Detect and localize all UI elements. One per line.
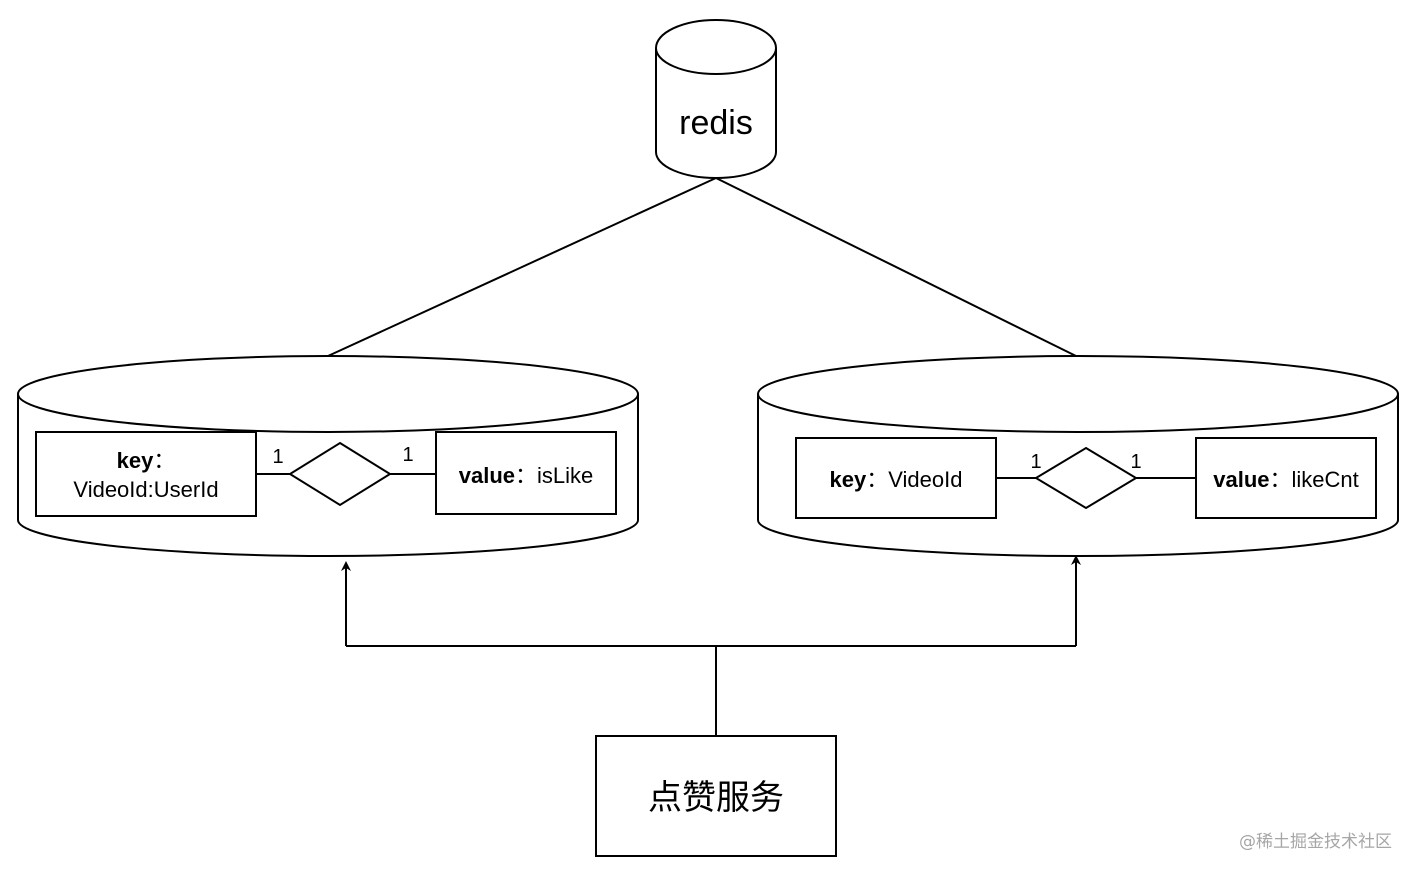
left-cardinality-value: 1 [402,444,413,466]
left-key-separator: ： [153,448,175,473]
right-key-value: VideoId [888,467,962,492]
right-value-separator: ： [1270,467,1292,492]
right-value-line: value：likeCnt [1213,467,1359,492]
right-key-line: key：VideoId [830,467,963,492]
service-box [595,735,837,857]
left-value-label: value [459,463,515,488]
right-key-box [795,437,997,519]
redis-database: redis [655,19,777,179]
right-value-value: likeCnt [1292,467,1359,492]
left-relationship-diamond [288,441,392,507]
right-relationship-diamond [1034,446,1138,510]
service-label: 点赞服务 [648,778,784,818]
left-key-line1: key： [117,448,176,473]
right-key-label: key [830,467,867,492]
left-key-label: key [117,448,154,473]
left-value-box [435,431,617,515]
left-value-separator: ： [515,463,537,488]
redis-label: redis [679,104,753,142]
right-cardinality-value: 1 [1130,451,1141,473]
left-key-box [35,431,257,517]
left-value-value: isLike [537,463,593,488]
right-key-separator: ： [866,467,888,492]
right-cardinality-key: 1 [1030,451,1041,473]
watermark: @稀土掘金技术社区 [1239,832,1392,852]
left-cardinality-key: 1 [272,446,283,468]
redis-to-right-store-line [715,177,1077,357]
right-value-label: value [1213,467,1269,492]
left-value-line: value：isLike [459,463,594,488]
right-value-box [1195,437,1377,519]
redis-to-left-store-line [327,177,717,357]
left-key-value: VideoId:UserId [73,477,218,502]
